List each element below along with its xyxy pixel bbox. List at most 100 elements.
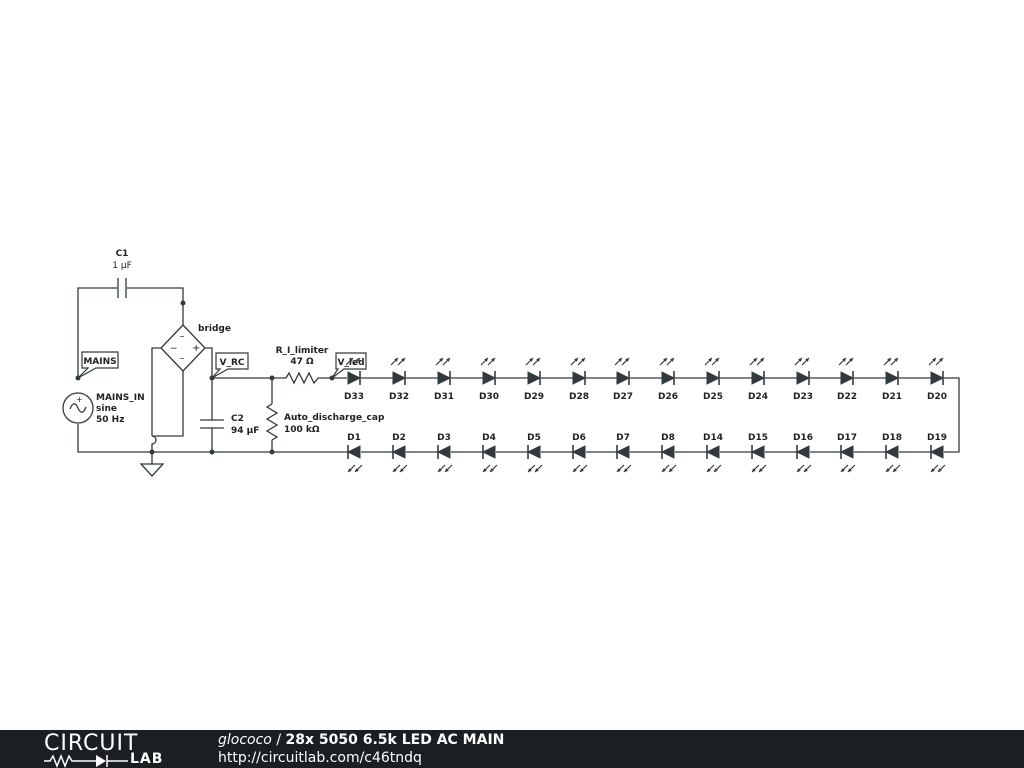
led-d4: D4 (481, 433, 498, 473)
led-d26: D26 (658, 357, 678, 402)
led-triangle (706, 371, 721, 385)
led-label: D25 (703, 392, 723, 402)
led-label: D8 (661, 433, 675, 443)
led-triangle (392, 371, 407, 385)
led-d14: D14 (703, 433, 723, 473)
led-triangle (750, 445, 765, 459)
led-label: D32 (389, 392, 409, 402)
led-label: D29 (524, 392, 544, 402)
led-triangle (436, 445, 451, 459)
led-label: D6 (572, 433, 586, 443)
bridge-rectifier: − + ~ ~ bridge (160, 324, 231, 372)
circuit-url-link[interactable]: http://circuitlab.com/c46tndq (218, 750, 422, 766)
led-label: D27 (613, 392, 633, 402)
led-d27: D27 (613, 357, 633, 402)
author-link[interactable]: glococo (218, 732, 272, 748)
bridge-name: bridge (198, 324, 231, 334)
led-label: D2 (392, 433, 406, 443)
led-triangle (527, 371, 542, 385)
led-triangle (482, 371, 497, 385)
led-d21: D21 (882, 357, 902, 402)
title-separator: / (271, 732, 286, 748)
led-triangle (572, 371, 587, 385)
resistor-auto-discharge: Auto_discharge_cap 100 kΩ (265, 403, 385, 441)
capacitor-c2: C2 94 µF (200, 414, 259, 436)
led-label: D19 (927, 433, 947, 443)
source-plus-mark: + (76, 395, 83, 404)
led-label: D22 (837, 392, 857, 402)
led-d24: D24 (748, 357, 768, 402)
led-d32: D32 (389, 357, 409, 402)
led-d28: D28 (569, 357, 589, 402)
led-triangle (391, 445, 406, 459)
led-triangle (481, 445, 496, 459)
c1-value: 1 µF (112, 261, 132, 271)
led-d8: D8 (660, 433, 677, 473)
led-label: D31 (434, 392, 454, 402)
led-row-top: D33 D32 D31 D30 D29 D28 D27 D26 D25 D24 D23 D22 D21 D… (344, 357, 947, 402)
led-d15: D15 (748, 433, 768, 473)
led-label: D30 (479, 392, 499, 402)
net-v-led-text: V_led (337, 358, 364, 368)
resistor-i-limiter: R_I_limiter 47 Ω (276, 346, 329, 385)
led-label: D3 (437, 433, 451, 443)
led-triangle (661, 371, 676, 385)
mains-in-wave: sine (96, 404, 117, 414)
led-triangle (840, 371, 855, 385)
led-triangle (705, 445, 720, 459)
led-triangle (526, 445, 541, 459)
r-discharge-value: 100 kΩ (284, 425, 320, 435)
mains-in-freq: 50 Hz (96, 415, 124, 425)
led-d33: D33 (344, 357, 364, 402)
led-triangle (885, 371, 900, 385)
circuit-schematic: C1 1 µF − + ~ ~ bridge + MAINS_IN sine 5… (62, 249, 960, 477)
bridge-ac-mark-top: ~ (179, 333, 185, 341)
led-triangle (615, 445, 630, 459)
r-limiter-value: 47 Ω (290, 357, 314, 367)
bridge-minus-mark: − (170, 344, 178, 354)
wires (77, 287, 960, 464)
led-label: D28 (569, 392, 589, 402)
led-d16: D16 (793, 433, 813, 473)
led-triangle (929, 445, 944, 459)
led-d23: D23 (793, 357, 813, 402)
led-label: D20 (927, 392, 947, 402)
led-triangle (839, 445, 854, 459)
led-d5: D5 (526, 433, 543, 473)
led-label: D33 (344, 392, 364, 402)
net-v-rc-text: V_RC (219, 358, 244, 368)
logo-resistor-diode-icon (44, 754, 128, 768)
led-triangle (796, 371, 811, 385)
footer-bar: CIRCUIT LAB glococo / 28x 5050 6.5k LED … (0, 730, 1024, 768)
led-triangle (751, 371, 766, 385)
led-d18: D18 (882, 433, 902, 473)
ac-source-mains-in: + MAINS_IN sine 50 Hz (62, 392, 145, 425)
net-label-mains: MAINS (77, 351, 119, 379)
led-triangle (884, 445, 899, 459)
led-triangle (437, 371, 452, 385)
led-d30: D30 (479, 357, 499, 402)
led-label: D23 (793, 392, 813, 402)
ground-symbol (139, 463, 165, 477)
led-label: D17 (837, 433, 857, 443)
led-label: D7 (616, 433, 630, 443)
led-triangle (616, 371, 631, 385)
net-label-v-rc: V_RC (211, 352, 249, 379)
led-d3: D3 (436, 433, 453, 473)
r-limiter-name: R_I_limiter (276, 346, 329, 356)
led-triangle (660, 445, 675, 459)
circuitlab-logo[interactable]: CIRCUIT LAB (44, 731, 174, 768)
led-d22: D22 (837, 357, 857, 402)
led-d29: D29 (524, 357, 544, 402)
net-mains-text: MAINS (83, 357, 116, 367)
led-label: D26 (658, 392, 678, 402)
c2-name: C2 (231, 414, 244, 424)
led-label: D18 (882, 433, 902, 443)
led-triangle (346, 445, 361, 459)
led-d2: D2 (391, 433, 408, 473)
led-label: D21 (882, 392, 902, 402)
led-d20: D20 (927, 357, 947, 402)
led-d17: D17 (837, 433, 857, 473)
led-label: D24 (748, 392, 768, 402)
led-d25: D25 (703, 357, 723, 402)
